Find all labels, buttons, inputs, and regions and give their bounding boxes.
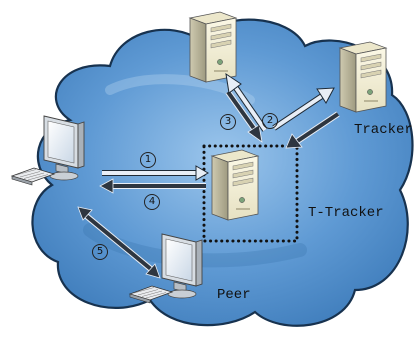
step-1-badge: 1 <box>140 152 156 168</box>
t-tracker-group-box <box>202 144 299 243</box>
arrow-step-5 <box>77 206 161 279</box>
step-3-badge: 3 <box>220 114 236 130</box>
peer-label: Peer <box>217 287 251 303</box>
step-4-badge: 4 <box>144 194 160 210</box>
client-computer-icon <box>11 115 85 186</box>
server-top-icon <box>189 11 237 83</box>
tracker-server-icon <box>339 41 387 113</box>
arrow-from-tracker <box>285 111 340 149</box>
arrow-step-4 <box>99 178 206 194</box>
t-tracker-server-icon <box>211 149 259 221</box>
arrow-to-server-top <box>225 72 268 132</box>
tracker-label: Tracker <box>354 122 413 138</box>
step-2-badge: 2 <box>262 113 278 129</box>
step-5-badge: 5 <box>92 244 108 260</box>
arrow-step-3 <box>225 90 263 143</box>
t-tracker-label: T-Tracker <box>308 205 384 221</box>
arrow-step-2 <box>272 87 335 131</box>
arrow-step-1 <box>102 165 209 181</box>
